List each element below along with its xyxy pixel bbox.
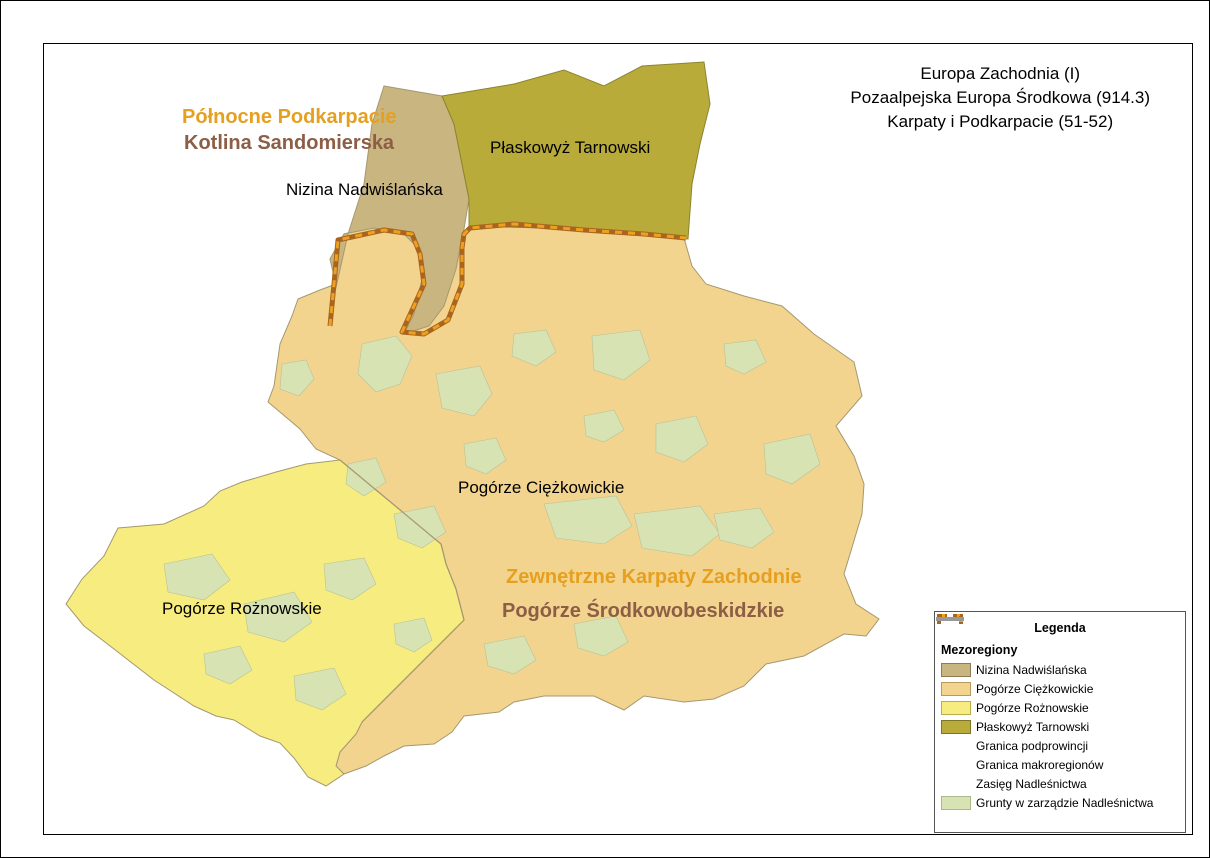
legend-label: Granica podprowincji [976,738,1089,753]
header-line-3: Karpaty i Podkarpacie (51-52) [887,112,1114,131]
legend-label: Pogórze Ciężkowickie [976,681,1094,696]
legend-swatch-dashed-brown [937,614,971,772]
region-header: Europa Zachodnia (I) Pozaalpejska Europa… [850,62,1150,134]
forest-patch [483,635,537,675]
forest-patch [713,507,775,549]
forest-patch [543,495,633,545]
legend-swatch-dashed-orange [937,614,971,753]
forest-patch [293,667,347,711]
label-subprovince-north: Północne Podkarpacie [182,106,397,128]
legend-label: Zasięg Nadleśnictwa [976,776,1087,791]
forest-patch [591,329,651,381]
forest-patch [655,415,709,463]
legend-label: Płaskowyż Tarnowski [976,719,1090,734]
label-plaskowyz-tarnowski: Płaskowyż Tarnowski [490,138,651,157]
forest-patch [511,329,557,367]
boundary-podprowincja [328,222,687,336]
label-macroregion-north: Kotlina Sandomierska [184,132,395,154]
forest-patch [763,433,821,485]
legend-label: Pogórze Rożnowskie [976,700,1089,715]
legend-item-ciezkowickie: Pogórze Ciężkowickie [941,679,1185,698]
legend-title: Legenda [1034,621,1086,635]
legend-swatch [941,700,971,715]
forest-patch [633,505,721,557]
forest-patch [323,557,377,601]
region-plaskowyz-tarnowski[interactable] [441,61,711,240]
legend-swatch [941,662,971,677]
forest-patch [243,591,313,643]
legend-label: Nizina Nadwiślańska [976,662,1087,677]
legend-swatch [941,719,971,734]
label-subprovince-south: Zewnętrzne Karpaty Zachodnie [506,566,802,588]
legend-item-roznowskie: Pogórze Rożnowskie [941,698,1185,717]
label-nizina-nadwislanska: Nizina Nadwiślańska [286,180,443,199]
forest-patch [463,437,507,475]
legend-swatch [941,795,971,810]
forest-patches [163,329,821,711]
legend-item-granica-makroregionow: Granica makroregionów [937,614,1185,774]
legend-swatch [941,681,971,696]
legend-group-title: Mezoregiony [941,643,1018,657]
legend-item-nizina: Nizina Nadwiślańska [941,660,1185,679]
map-canvas [65,61,880,787]
legend-label: Grunty w zarządzie Nadleśnictwa [976,795,1154,810]
forest-patch [435,365,493,417]
header-line-2: Pozaalpejska Europa Środkowa (914.3) [850,88,1150,107]
legend-item-plaskowyz: Płaskowyż Tarnowski [941,717,1185,736]
boundary-mezoregion [339,459,465,723]
forest-patch [357,335,413,393]
legend-label: Granica makroregionów [976,757,1104,772]
forest-patch [723,339,767,375]
label-pogorze-ciezkowickie: Pogórze Ciężkowickie [458,478,625,497]
forest-patch [393,617,433,653]
forest-patch [583,409,625,443]
legend-swatch-grey-line [936,617,971,791]
map-legend: Legenda Mezoregiony Nizina Nadwiślańska … [934,611,1186,833]
legend-item-granica-podprowincji: Granica podprowincji [937,614,1185,755]
legend-item-grunty: Grunty w zarządzie Nadleśnictwa [941,793,1185,812]
legend-item-zasieg: Zasięg Nadleśnictwa [936,617,1185,793]
map-frame: Europa Zachodnia (I) Pozaalpejska Europa… [43,43,1193,835]
header-line-1: Europa Zachodnia (I) [920,64,1081,83]
label-pogorze-roznowskie: Pogórze Rożnowskie [162,599,322,618]
label-macroregion-south: Pogórze Środkowobeskidzkie [502,600,785,622]
forest-patch [573,615,629,657]
forest-patch [279,359,315,397]
forest-patch [203,645,253,685]
forest-patch [163,553,231,601]
